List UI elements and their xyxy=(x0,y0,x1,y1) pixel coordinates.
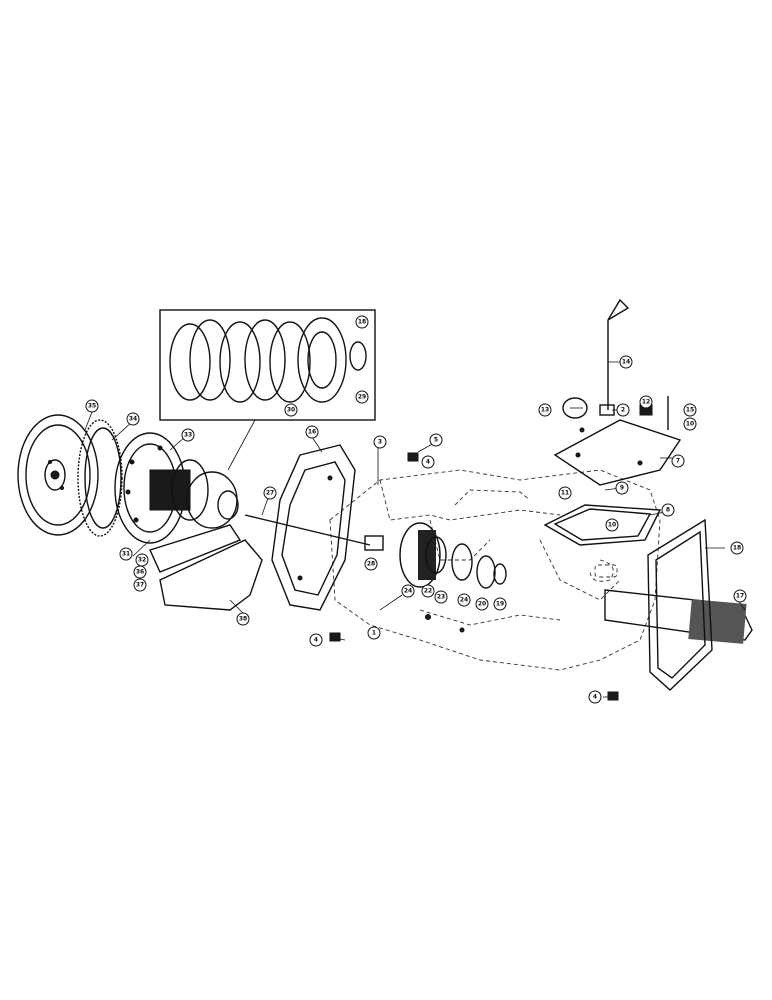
callout-32: 32 xyxy=(135,553,149,567)
transmission-case xyxy=(329,469,661,671)
top-cover-part xyxy=(543,419,682,546)
callout-label: 30 xyxy=(287,407,295,414)
callout-label: 29 xyxy=(358,394,366,401)
callout-label: 18 xyxy=(358,319,366,326)
callout-38: 38 xyxy=(236,612,250,626)
callout-label: 14 xyxy=(622,359,630,366)
callout-label: 36 xyxy=(136,569,144,576)
callout-10b: 10 xyxy=(605,518,619,532)
callout-33: 33 xyxy=(181,428,195,442)
callout-8: 8 xyxy=(661,503,675,517)
callout-label: 20 xyxy=(478,601,486,608)
callout-label: 2 xyxy=(621,407,625,414)
callout-label: 10 xyxy=(608,522,616,529)
callout-36: 36 xyxy=(133,565,147,579)
callout-label: 22 xyxy=(424,588,432,595)
callout-7: 7 xyxy=(671,454,685,468)
callout-label: 24 xyxy=(460,597,468,604)
pump-part xyxy=(399,522,507,589)
callout-4a: 4 xyxy=(421,455,435,469)
callout-34: 34 xyxy=(126,412,140,426)
callout-label: 7 xyxy=(676,458,680,465)
callout-label: 33 xyxy=(184,432,192,439)
callout-label: 16 xyxy=(308,429,316,436)
callout-label: 15 xyxy=(686,407,694,414)
callout-label: 4 xyxy=(314,637,318,644)
callout-23: 23 xyxy=(434,590,448,604)
callout-35: 35 xyxy=(85,399,99,413)
callout-label: 24 xyxy=(404,588,412,595)
callout-label: 23 xyxy=(437,594,445,601)
callout-29: 29 xyxy=(355,390,369,404)
callout-label: 4 xyxy=(593,694,597,701)
callout-20: 20 xyxy=(475,597,489,611)
callout-label: 28 xyxy=(367,561,375,568)
output-shaft-part xyxy=(604,589,753,644)
callout-27: 27 xyxy=(263,486,277,500)
flywheel-part xyxy=(17,414,99,536)
callout-3: 3 xyxy=(373,435,387,449)
input-shaft-part xyxy=(244,514,384,551)
rear-gasket-part xyxy=(647,518,713,691)
callout-10: 10 xyxy=(683,417,697,431)
callout-9: 9 xyxy=(615,481,629,495)
callout-18-inset: 18 xyxy=(355,315,369,329)
callout-13: 13 xyxy=(538,403,552,417)
clutch-plates-inset xyxy=(159,309,376,471)
callout-4c: 4 xyxy=(588,690,602,704)
callout-label: 38 xyxy=(239,616,247,623)
callout-label: 11 xyxy=(561,490,569,497)
callout-label: 5 xyxy=(434,437,438,444)
callout-label: 37 xyxy=(136,582,144,589)
callout-label: 17 xyxy=(736,593,744,600)
callout-11: 11 xyxy=(558,486,572,500)
callout-label: 4 xyxy=(426,459,430,466)
callout-14: 14 xyxy=(619,355,633,369)
callout-label: 27 xyxy=(266,490,274,497)
callout-1: 1 xyxy=(367,626,381,640)
callout-22: 22 xyxy=(421,584,435,598)
callout-31: 31 xyxy=(119,547,133,561)
converter-housing-gasket xyxy=(271,444,356,611)
drain-plugs xyxy=(329,452,619,701)
callout-5: 5 xyxy=(429,433,443,447)
callout-2: 2 xyxy=(616,403,630,417)
callout-16: 16 xyxy=(305,425,319,439)
dipstick-part xyxy=(562,298,669,430)
callout-37: 37 xyxy=(133,578,147,592)
callout-label: 32 xyxy=(138,557,146,564)
callout-label: 19 xyxy=(496,601,504,608)
torque-converter-part xyxy=(114,432,239,544)
ring-gear-part xyxy=(77,419,123,537)
callout-17: 17 xyxy=(733,589,747,603)
callout-19: 19 xyxy=(493,597,507,611)
callout-label: 3 xyxy=(378,439,382,446)
callout-label: 31 xyxy=(122,551,130,558)
callout-18: 18 xyxy=(730,541,744,555)
callout-label: 35 xyxy=(88,403,96,410)
callout-24b: 24 xyxy=(457,593,471,607)
cover-plate-part xyxy=(149,524,263,611)
callout-label: 18 xyxy=(733,545,741,552)
callout-28: 28 xyxy=(364,557,378,571)
callout-15: 15 xyxy=(683,403,697,417)
callout-label: 12 xyxy=(642,399,650,406)
callout-label: 34 xyxy=(129,416,137,423)
callout-label: 8 xyxy=(666,507,670,514)
callout-12: 12 xyxy=(639,395,653,409)
callout-label: 9 xyxy=(620,485,624,492)
callout-4b: 4 xyxy=(309,633,323,647)
callout-label: 10 xyxy=(686,421,694,428)
callout-label: 1 xyxy=(372,630,376,637)
callout-24: 24 xyxy=(401,584,415,598)
callout-label: 13 xyxy=(541,407,549,414)
callout-30: 30 xyxy=(284,403,298,417)
